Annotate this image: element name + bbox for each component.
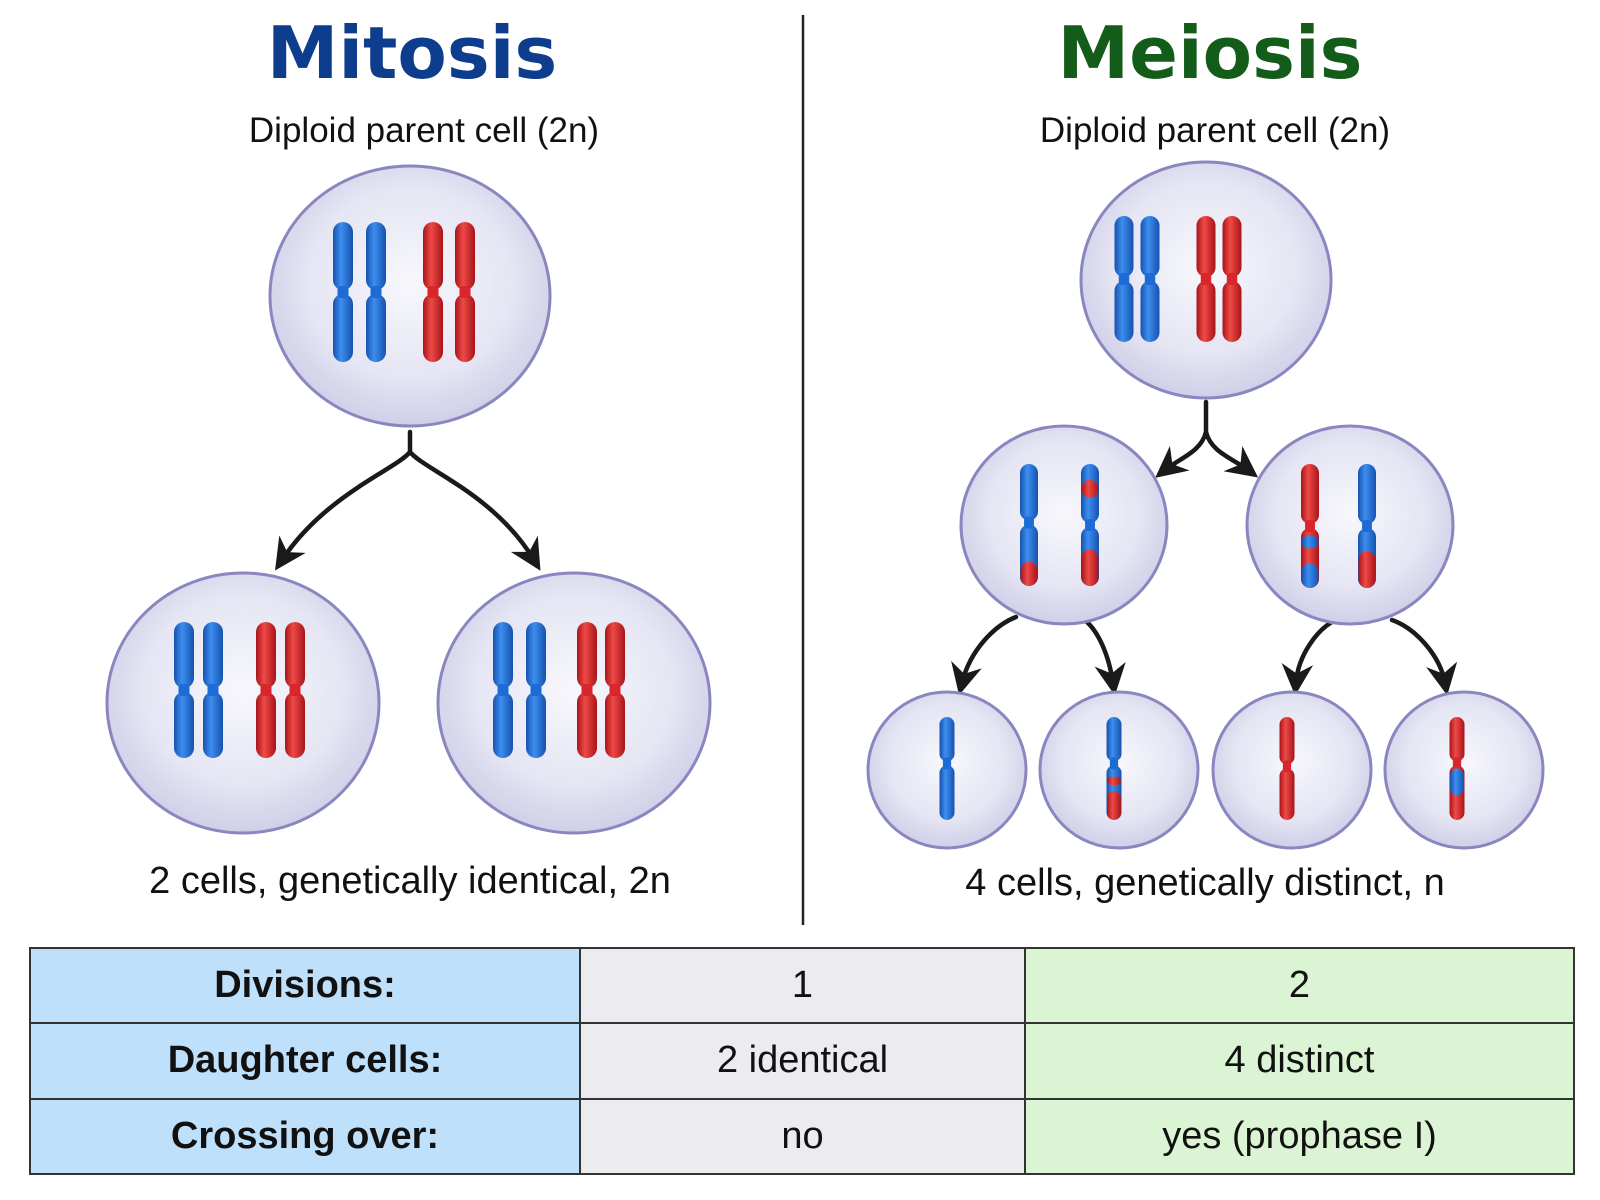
arrow-meiosis-right — [1203, 429, 1259, 478]
meiosis-parent-blue-chromosome-a — [1114, 216, 1134, 342]
meiosis-ii-cell-3 — [1211, 690, 1373, 850]
meiosis-divisions-value: 2 — [1024, 946, 1575, 1025]
meiosis-i-right-chromatid-2 — [1358, 464, 1376, 588]
mitosis-crossing-over-value: no — [579, 1097, 1026, 1176]
arrow-mitosis-right — [407, 449, 541, 571]
mitosis-parent-cell — [268, 164, 552, 428]
table-row-daughter-cells: Daughter cells: 2 identical 4 distinct — [29, 1022, 1575, 1100]
meiosis-ii-cell-2-chromosome — [1106, 717, 1122, 820]
meiosis-ii-cell-4 — [1383, 690, 1545, 850]
mitosis-daughter-right-red-chromosome-a — [577, 622, 597, 758]
meiosis-ii-cell-4-chromosome — [1449, 717, 1465, 820]
mitosis-daughter-left-blue-chromosome-a — [174, 622, 194, 758]
mitosis-parent-red-chromosome-b — [455, 222, 475, 362]
mitosis-title: Mitosis — [267, 11, 558, 95]
meiosis-i-right-chromatid-1 — [1301, 464, 1319, 588]
meiosis-i-cell-left — [959, 424, 1169, 626]
arrow-meiosis-left — [1155, 399, 1209, 478]
meiosis-parent-label: Diploid parent cell (2n) — [1040, 111, 1390, 150]
mitosis-divisions-value: 1 — [579, 946, 1026, 1025]
meiosis-result-caption: 4 cells, genetically distinct, n — [965, 862, 1444, 904]
row-label-divisions: Divisions: — [29, 946, 581, 1025]
cells — [105, 160, 1545, 850]
meiosis-parent-blue-chromosome-b — [1140, 216, 1160, 342]
meiosis-i-cell-right — [1245, 424, 1455, 626]
mitosis-daughter-cells-value: 2 identical — [579, 1022, 1026, 1100]
comparison-table: Divisions: 1 2 Daughter cells: 2 identic… — [29, 946, 1575, 1176]
arrow-meiosis2-c — [1281, 617, 1339, 696]
meiosis-daughter-cells-value: 4 distinct — [1024, 1022, 1575, 1100]
arrow-mitosis-left — [275, 429, 413, 571]
arrow-meiosis2-d — [1389, 617, 1458, 696]
row-label-daughter-cells: Daughter cells: — [29, 1022, 581, 1100]
mitosis-parent-blue-chromosome-a — [333, 222, 353, 362]
meiosis-crossing-over-value: yes (prophase I) — [1024, 1097, 1575, 1176]
meiosis-ii-cell-1-chromosome — [939, 717, 955, 820]
table-row-divisions: Divisions: 1 2 — [29, 946, 1575, 1025]
meiosis-parent-red-chromosome-a — [1196, 216, 1216, 342]
mitosis-daughter-left-red-chromosome-a — [256, 622, 276, 758]
meiosis-title: Meiosis — [1057, 11, 1362, 95]
mitosis-parent-red-chromosome-a — [423, 222, 443, 362]
mitosis-meiosis-diagram: Mitosis Meiosis Diploid parent cell (2n)… — [105, 11, 1545, 925]
meiosis-i-left-chromatid-1 — [1020, 464, 1038, 586]
meiosis-parent-red-chromosome-b — [1222, 216, 1242, 342]
mitosis-daughter-cell-left — [105, 571, 381, 835]
mitosis-daughter-left-blue-chromosome-b — [203, 622, 223, 758]
mitosis-daughter-right-blue-chromosome-b — [526, 622, 546, 758]
mitosis-parent-label: Diploid parent cell (2n) — [249, 111, 599, 150]
mitosis-daughter-right-red-chromosome-b — [605, 622, 625, 758]
meiosis-ii-cell-3-chromosome — [1279, 717, 1295, 820]
chromosomes — [174, 216, 1465, 820]
mitosis-result-caption: 2 cells, genetically identical, 2n — [149, 860, 671, 902]
meiosis-i-left-chromatid-2 — [1081, 464, 1099, 586]
mitosis-daughter-left-red-chromosome-b — [285, 622, 305, 758]
row-label-crossing-over: Crossing over: — [29, 1097, 581, 1176]
arrow-meiosis2-a — [951, 614, 1019, 696]
mitosis-daughter-cell-right — [436, 571, 712, 835]
mitosis-parent-blue-chromosome-b — [366, 222, 386, 362]
arrow-meiosis2-b — [1077, 614, 1126, 696]
table-row-crossing-over: Crossing over: no yes (prophase I) — [29, 1097, 1575, 1176]
mitosis-daughter-right-blue-chromosome-a — [493, 622, 513, 758]
